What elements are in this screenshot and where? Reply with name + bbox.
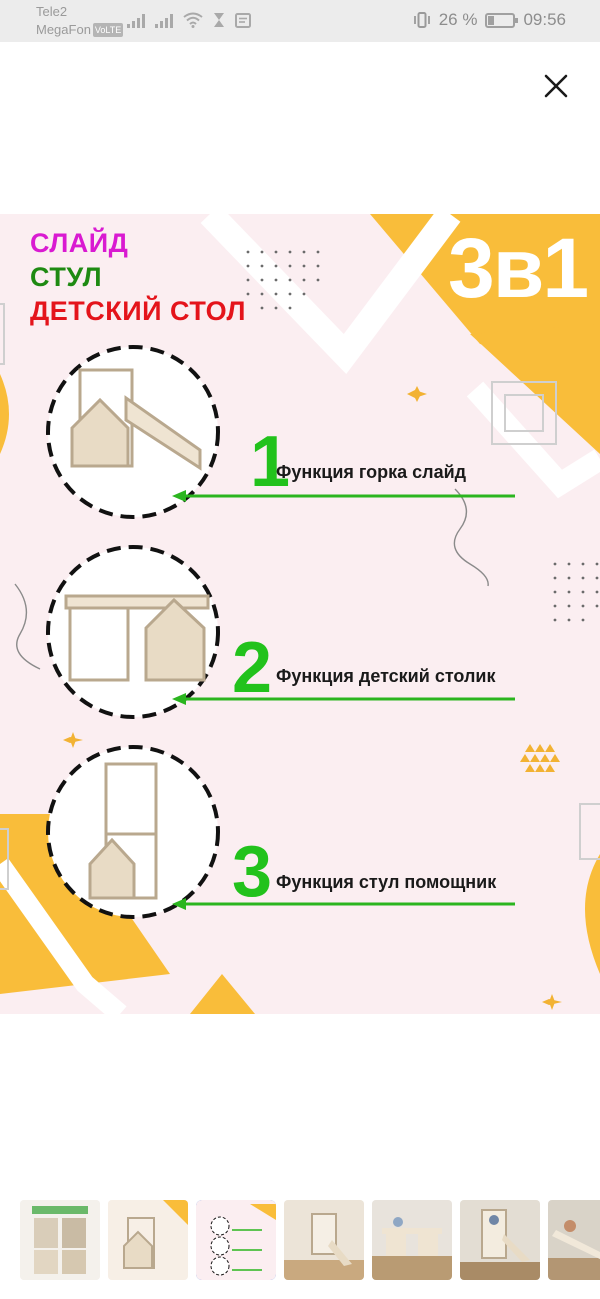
title-slide: СЛАЙД	[30, 228, 129, 258]
function-2-label: Функция детский столик	[276, 666, 496, 686]
thumbnail-4-preview	[284, 1200, 364, 1280]
thumbnail-6-preview	[460, 1200, 540, 1280]
clock: 09:56	[523, 10, 566, 29]
function-3-label: Функция стул помощник	[276, 872, 497, 892]
close-icon	[544, 74, 568, 98]
volte-badge: VoLTE	[92, 23, 124, 37]
thumbnail-6[interactable]	[460, 1200, 540, 1280]
thumbnail-4[interactable]	[284, 1200, 364, 1280]
thumbnail-1-preview	[20, 1200, 100, 1280]
function-3-number: 3	[232, 832, 273, 912]
thumbnail-3-active[interactable]	[196, 1200, 276, 1280]
title-table: ДЕТСКИЙ СТОЛ	[30, 296, 246, 326]
thumbnail-5-preview	[372, 1200, 452, 1280]
carrier-1-label: Tele2	[36, 4, 68, 19]
product-image[interactable]: СЛАЙД СТУЛ ДЕТСКИЙ СТОЛ 3в1 1 Функция го…	[0, 214, 600, 1014]
signal-icon-2	[155, 12, 173, 28]
title-chair: СТУЛ	[30, 262, 103, 292]
thumbnail-5[interactable]	[372, 1200, 452, 1280]
wifi-icon	[183, 12, 203, 28]
thumbnail-3-preview	[196, 1200, 276, 1280]
thumbnail-1[interactable]	[20, 1200, 100, 1280]
thumbnail-7[interactable]	[548, 1200, 600, 1280]
function-1-number: 1	[250, 422, 291, 502]
battery-percent: 26 %	[438, 10, 478, 29]
status-icons-right: 26 % 09:56	[413, 10, 566, 30]
function-1-label: Функция горка слайд	[276, 462, 467, 482]
thumbnail-strip	[20, 1200, 600, 1280]
function-2-number: 2	[232, 628, 273, 708]
image-background-art	[0, 214, 600, 1014]
thumbnail-2-preview	[108, 1200, 188, 1280]
thumbnail-2[interactable]	[108, 1200, 188, 1280]
battery-icon	[485, 12, 519, 28]
close-button[interactable]	[536, 66, 576, 106]
status-icons-left	[127, 12, 251, 28]
carrier-2-name: MegaFon	[36, 22, 91, 37]
message-icon	[235, 13, 251, 28]
hourglass-icon	[214, 13, 224, 27]
badge-3in1: 3в1	[448, 221, 589, 315]
thumbnail-7-preview	[548, 1200, 600, 1280]
signal-icon	[127, 12, 145, 28]
vibrate-icon	[413, 12, 430, 28]
